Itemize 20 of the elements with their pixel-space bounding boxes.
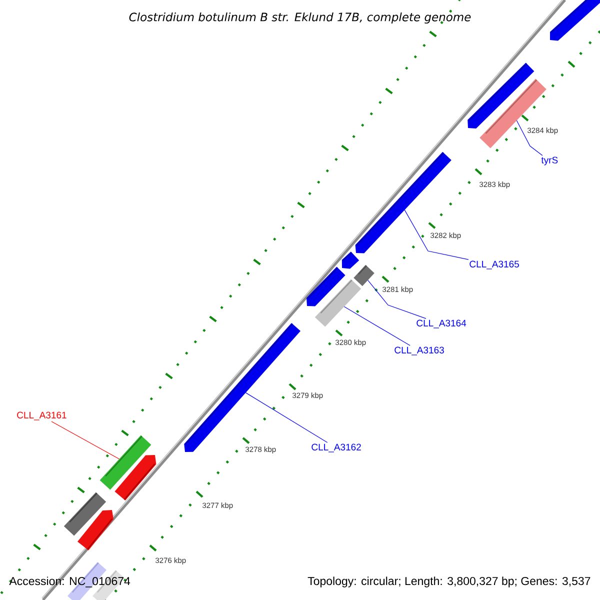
gene-bar (354, 264, 374, 286)
leader-line (368, 280, 426, 319)
leader-line (516, 120, 543, 156)
genome-info: Topology: circular; Length: 3,800,327 bp; Genes: 3,537 (308, 576, 590, 588)
gene-bar (355, 152, 452, 254)
leader-line (245, 392, 328, 443)
gene-bar (480, 78, 546, 148)
leader-line (344, 306, 410, 346)
gene-label: CLL_A3163 (394, 346, 444, 356)
gene-label: CLL_A3164 (416, 320, 466, 328)
gene-bar (100, 435, 152, 490)
gene-label: CLL_A3165 (470, 260, 519, 270)
title: Clostridium botulinum B str. Eklund 17B, complete genome (129, 12, 471, 24)
gene-label: tyrS (541, 156, 558, 166)
accession-label: Accession: NC_010674 (9, 576, 130, 588)
leader-line (404, 210, 469, 260)
gene-bar (314, 279, 362, 327)
gene-label: CLL_A3161 (17, 412, 66, 420)
gene-label: CLL_A3162 (312, 444, 361, 452)
leader-line (51, 421, 120, 460)
